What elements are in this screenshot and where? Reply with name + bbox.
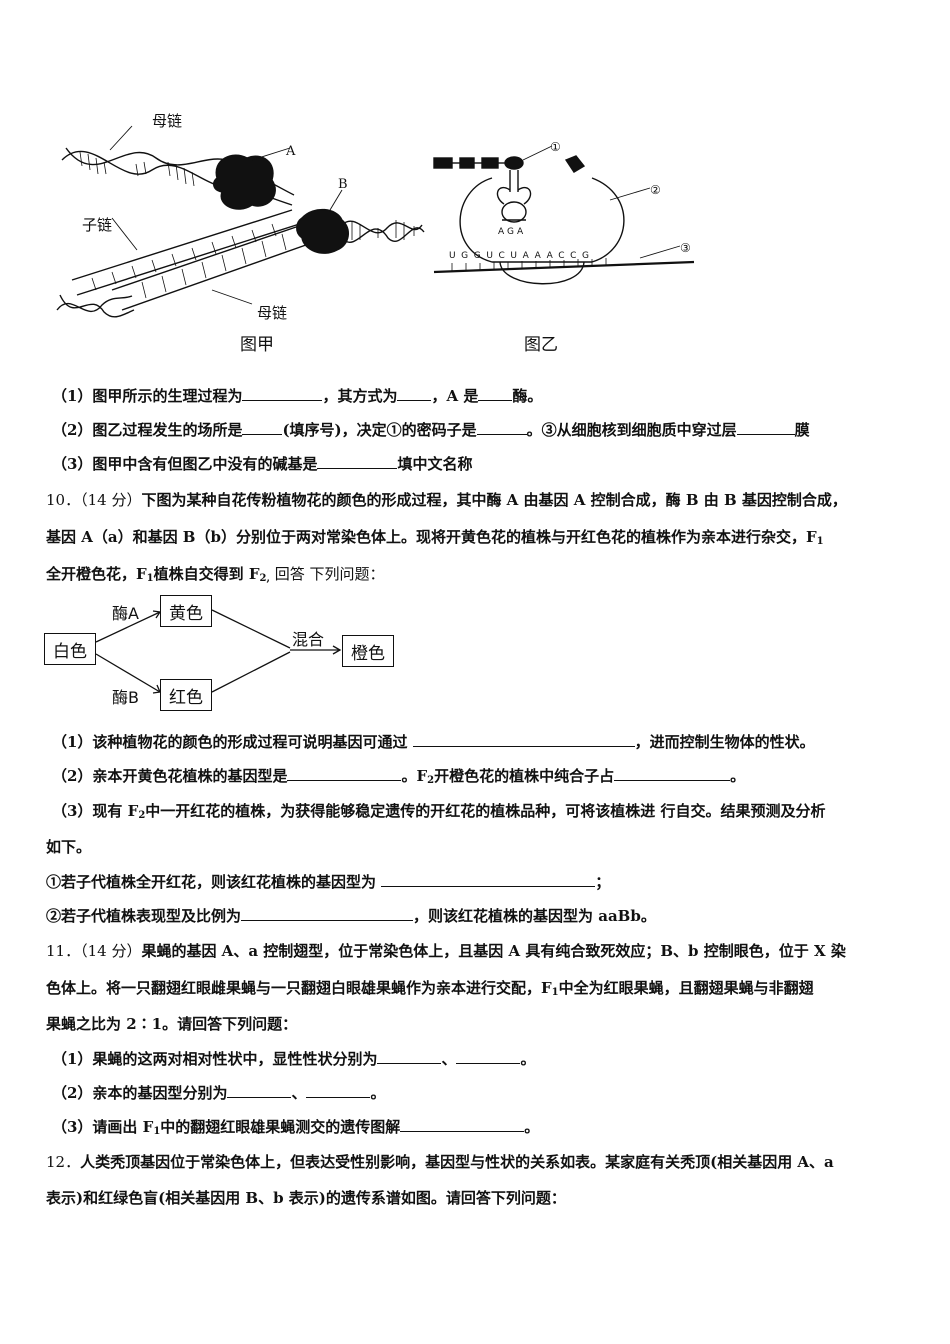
q9-blank-7 bbox=[317, 454, 398, 469]
q11-blank-5 bbox=[400, 1117, 525, 1132]
q10-part2: （2）亲本开黄色花植株的基因型是。F2开橙色花的植株中纯合子占。 bbox=[52, 766, 746, 786]
q10-line3: 全开橙色花，F1植株自交得到 F2, 回答 下列问题： bbox=[46, 565, 385, 584]
label-daughter-strand: 子链 bbox=[82, 216, 112, 234]
box-red: 红色 bbox=[160, 679, 212, 711]
q9-blank-1 bbox=[242, 386, 323, 401]
label-mix: 混合 bbox=[292, 630, 325, 649]
box-orange: 橙色 bbox=[342, 635, 394, 667]
q9-part3: （3）图甲中含有但图乙中没有的碱基是填中文名称 bbox=[52, 454, 473, 473]
q9-blank-5 bbox=[476, 420, 527, 435]
figure-jia bbox=[56, 125, 425, 318]
q11-part2: （2）亲本的基因型分别为、。 bbox=[52, 1083, 386, 1102]
q11-part1: （1）果蝇的这两对相对性状中，显性性状分别为、。 bbox=[52, 1049, 536, 1068]
q9-blank-6 bbox=[736, 420, 795, 435]
q10-blank-4 bbox=[381, 872, 596, 887]
q10-result2: ②若子代植株表现型及比例为，则该红花植株的基因型为 aaBb。 bbox=[46, 906, 656, 925]
q10-blank-1 bbox=[412, 732, 635, 747]
label-parent-strand-bottom: 母链 bbox=[257, 304, 287, 322]
q11-line1: 11．（14 分）果蝇的基因 A、a 控制翅型，位于常染色体上，且基因 A 具有… bbox=[46, 942, 846, 960]
label-enzyme-b-flow: 酶B bbox=[112, 688, 139, 707]
figures-jia-yi: 母链 A B 子链 母链 图甲 bbox=[56, 112, 695, 355]
q11-blank-4 bbox=[306, 1083, 371, 1098]
q9-blank-3 bbox=[478, 386, 513, 401]
q9-blank-2 bbox=[397, 386, 432, 401]
box-yellow: 黄色 bbox=[160, 595, 212, 627]
label-yi-1: ① bbox=[550, 140, 561, 154]
label-yi-3: ③ bbox=[680, 241, 691, 255]
q9-part2: （2）图乙过程发生的场所是(填序号)，决定①的密码子是。③从细胞核到细胞质中穿过… bbox=[52, 420, 810, 439]
mrna-sequence: UGGUCUAAACCG bbox=[449, 251, 595, 261]
caption-yi: 图乙 bbox=[524, 335, 558, 355]
label-enzyme-a: A bbox=[285, 144, 296, 159]
q11-blank-3 bbox=[227, 1083, 292, 1098]
box-white: 白色 bbox=[44, 633, 96, 665]
q10-line2: 基因 A（a）和基因 B（b）分别位于两对常染色体上。现将开黄色花的植株与开红色… bbox=[46, 528, 824, 547]
q11-blank-2 bbox=[456, 1049, 521, 1064]
q12-line1: 12．人类秃顶基因位于常染色体上，但表达受性别影响，基因型与性状的关系如表。某家… bbox=[46, 1153, 834, 1171]
q12-line2: 表示)和红绿色盲(相关基因用 B、b 表示)的遗传系谱如图。请回答下列问题： bbox=[46, 1189, 566, 1207]
q11-line3: 果蝇之比为 2∶1。请回答下列问题： bbox=[46, 1015, 298, 1033]
q10-part1: （1）该种植物花的颜色的形成过程可说明基因可通过 ，进而控制生物体的性状。 bbox=[52, 732, 815, 751]
q10-result1: ①若子代植株全开红花，则该红花植株的基因型为 ； bbox=[46, 872, 611, 891]
flower-color-diagram: 白色 黄色 红色 橙色 酶A 酶B 混合 bbox=[40, 590, 410, 720]
q11-part3: （3）请画出 F1中的翻翅红眼雄果蝇测交的遗传图解。 bbox=[52, 1117, 540, 1137]
q9-part1: （1）图甲所示的生理过程为，其方式为，A 是酶。 bbox=[52, 386, 543, 405]
label-yi-2: ② bbox=[650, 183, 661, 197]
q10-blank-3 bbox=[614, 766, 731, 781]
q10-blank-2 bbox=[287, 766, 402, 781]
caption-jia: 图甲 bbox=[240, 335, 274, 355]
label-enzyme-a-flow: 酶A bbox=[112, 604, 139, 623]
figure-yi bbox=[433, 145, 695, 285]
q11-blank-1 bbox=[377, 1049, 442, 1064]
label-enzyme-b: B bbox=[338, 177, 348, 192]
q11-line2: 色体上。将一只翻翅红眼雌果蝇与一只翻翅白眼雄果蝇作为亲本进行交配，F1中全为红眼… bbox=[46, 979, 814, 998]
q10-blank-5 bbox=[241, 906, 414, 921]
q10-part3: （3）现有 F2中一开红花的植株，为获得能够稳定遗传的开红花的植株品种，可将该植… bbox=[52, 802, 826, 821]
anticodon-text: AGA bbox=[498, 227, 526, 237]
label-parent-strand-top: 母链 bbox=[152, 112, 182, 130]
flow-arrows bbox=[95, 609, 342, 694]
q10-part3-cont: 如下。 bbox=[46, 838, 92, 856]
q10-line1: 10．（14 分）下图为某种自花传粉植物花的颜色的形成过程，其中酶 A 由基因 … bbox=[46, 491, 847, 509]
q9-blank-4 bbox=[242, 420, 283, 435]
